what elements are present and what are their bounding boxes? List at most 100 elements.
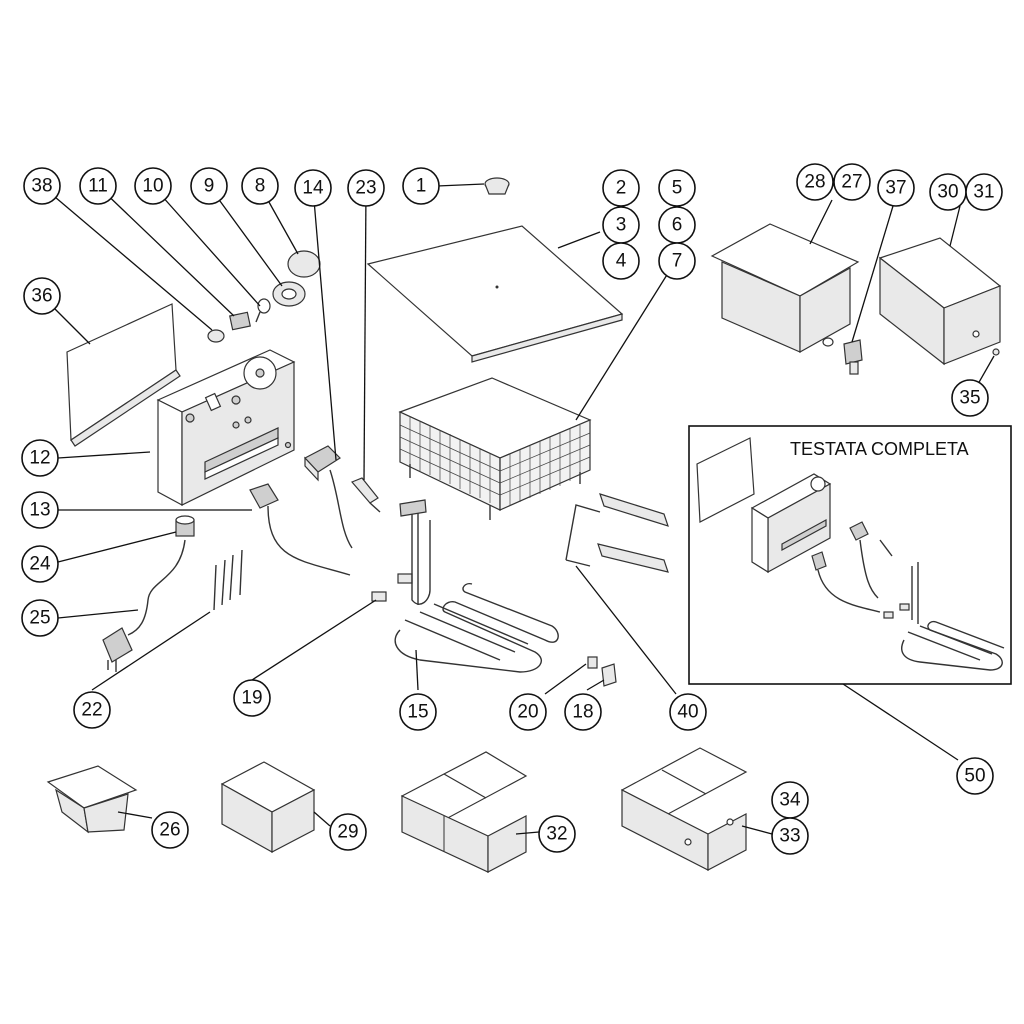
part-indicator-lamp xyxy=(255,298,271,323)
part-pan xyxy=(46,765,138,834)
callout-3: 3 xyxy=(602,206,640,244)
svg-text:29: 29 xyxy=(337,822,358,843)
part-cable-gland xyxy=(175,515,195,537)
callout-28: 28 xyxy=(796,163,834,201)
callout-5: 5 xyxy=(658,169,696,207)
callout-32: 32 xyxy=(538,815,576,853)
callout-4: 4 xyxy=(602,242,640,280)
callout-27: 27 xyxy=(833,163,871,201)
callout-10: 10 xyxy=(134,167,172,205)
part-knob-base xyxy=(272,281,306,307)
part-knob xyxy=(287,250,321,278)
svg-text:2: 2 xyxy=(616,178,627,199)
callout-14: 14 xyxy=(294,169,332,207)
svg-text:15: 15 xyxy=(407,702,428,723)
svg-text:9: 9 xyxy=(204,176,215,197)
part-thermostat xyxy=(304,445,353,549)
part-single-box xyxy=(220,761,316,854)
part-lid xyxy=(366,225,624,363)
svg-text:11: 11 xyxy=(88,176,108,197)
callout-24: 24 xyxy=(21,545,59,583)
svg-text:8: 8 xyxy=(255,176,266,197)
part-probe xyxy=(350,477,381,513)
svg-text:33: 33 xyxy=(779,826,800,847)
svg-text:27: 27 xyxy=(841,172,862,193)
callouts: 38 11 10 9 8 14 23 1 2 3 4 5 6 7 28 27 3… xyxy=(21,163,1003,855)
svg-text:3: 3 xyxy=(616,215,627,236)
svg-text:28: 28 xyxy=(804,172,825,193)
callout-20: 20 xyxy=(509,693,547,731)
part-back-panel xyxy=(66,303,181,447)
svg-text:1: 1 xyxy=(416,176,427,197)
callout-37: 37 xyxy=(877,169,915,207)
part-safety-thermostat xyxy=(249,483,351,576)
svg-text:50: 50 xyxy=(964,766,985,787)
svg-text:18: 18 xyxy=(572,702,593,723)
part-bracket-small xyxy=(587,656,598,669)
callout-2: 2 xyxy=(602,169,640,207)
svg-text:38: 38 xyxy=(31,176,52,197)
svg-text:26: 26 xyxy=(159,820,180,841)
callout-12: 12 xyxy=(21,439,59,477)
part-double-box xyxy=(400,751,528,873)
part-heating-element xyxy=(394,499,559,673)
part-control-head xyxy=(156,349,296,507)
callout-25: 25 xyxy=(21,599,59,637)
callout-18: 18 xyxy=(564,693,602,731)
part-drain-tap xyxy=(843,339,863,375)
part-small-plug xyxy=(992,348,1000,356)
callout-40: 40 xyxy=(669,693,707,731)
part-basket xyxy=(398,377,592,520)
svg-text:22: 22 xyxy=(81,700,102,721)
svg-text:5: 5 xyxy=(672,178,683,199)
callout-7: 7 xyxy=(658,242,696,280)
svg-text:24: 24 xyxy=(29,554,51,575)
svg-text:32: 32 xyxy=(546,824,567,845)
svg-text:19: 19 xyxy=(241,688,262,709)
part-lid-knob xyxy=(484,177,510,195)
callout-30: 30 xyxy=(929,173,967,211)
svg-text:36: 36 xyxy=(31,286,52,307)
svg-text:31: 31 xyxy=(973,182,994,203)
part-terminals xyxy=(371,573,413,602)
callout-1: 1 xyxy=(402,167,440,205)
svg-text:7: 7 xyxy=(672,251,683,272)
part-tank xyxy=(710,223,860,354)
svg-text:20: 20 xyxy=(517,702,538,723)
callout-8: 8 xyxy=(241,167,279,205)
part-double-box-drain xyxy=(620,747,748,871)
callout-23: 23 xyxy=(347,169,385,207)
callout-9: 9 xyxy=(190,167,228,205)
inset-complete-head: TESTATA COMPLETA xyxy=(688,425,1012,685)
svg-text:13: 13 xyxy=(29,500,50,521)
part-basket-support xyxy=(565,493,669,573)
callout-34: 34 xyxy=(771,781,809,819)
callout-26: 26 xyxy=(151,811,189,849)
part-wire-set xyxy=(213,549,243,611)
callout-33: 33 xyxy=(771,817,809,855)
svg-text:30: 30 xyxy=(937,182,958,203)
svg-text:14: 14 xyxy=(302,178,324,199)
part-outer-casing xyxy=(878,237,1002,366)
svg-text:40: 40 xyxy=(677,702,698,723)
callout-50: 50 xyxy=(956,757,994,795)
svg-text:34: 34 xyxy=(779,790,801,811)
part-bracket xyxy=(601,663,617,687)
callout-6: 6 xyxy=(658,206,696,244)
svg-text:12: 12 xyxy=(29,448,50,469)
svg-text:10: 10 xyxy=(142,176,163,197)
svg-text:37: 37 xyxy=(885,178,906,199)
callout-15: 15 xyxy=(399,693,437,731)
callout-29: 29 xyxy=(329,813,367,851)
part-switch xyxy=(229,311,251,331)
svg-text:6: 6 xyxy=(672,215,683,236)
inset-title: TESTATA COMPLETA xyxy=(790,439,969,459)
svg-text:4: 4 xyxy=(616,251,627,272)
callout-31: 31 xyxy=(965,173,1003,211)
callout-35: 35 xyxy=(951,379,989,417)
callout-11: 11 xyxy=(79,167,117,205)
svg-text:23: 23 xyxy=(355,178,376,199)
callout-19: 19 xyxy=(233,679,271,717)
svg-text:25: 25 xyxy=(29,608,50,629)
